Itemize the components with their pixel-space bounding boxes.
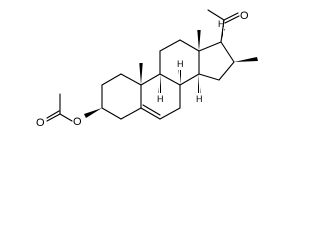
- double-bond-c5-c6: [142, 104, 161, 116]
- stereo-hydrogens: H H H H: [157, 19, 225, 104]
- wedge-bond-c13-methyl: [197, 30, 201, 51]
- angular-methyls: [139, 30, 201, 85]
- ketone-oxygen-label: O: [240, 10, 249, 22]
- hash-bond-h8: [178, 70, 182, 85]
- ring-b: [140, 73, 181, 120]
- h-label-c14: H: [196, 94, 203, 104]
- wedge-bond-c10-methyl: [139, 63, 143, 85]
- ring-a: [101, 73, 142, 120]
- ester-oxygen-label: O: [73, 116, 82, 128]
- molecule-structure: H H H H O O O: [36, 9, 258, 129]
- h-label-c17: H: [218, 19, 225, 29]
- wedge-bond-c3-oxygen: [84, 108, 102, 118]
- h-label-c8: H: [177, 59, 184, 69]
- hash-bond-h14: [197, 74, 201, 93]
- acetyl-side-chain: O: [207, 9, 249, 43]
- acetate-ester: O O: [36, 93, 102, 129]
- wedge-bond-c16-methyl: [234, 57, 258, 62]
- ester-carbonyl-oxygen-label: O: [36, 117, 45, 129]
- hash-bond-h9: [158, 74, 162, 93]
- ring-c: [159, 39, 200, 86]
- ring-d: [198, 41, 235, 81]
- h-label-c9: H: [157, 94, 164, 104]
